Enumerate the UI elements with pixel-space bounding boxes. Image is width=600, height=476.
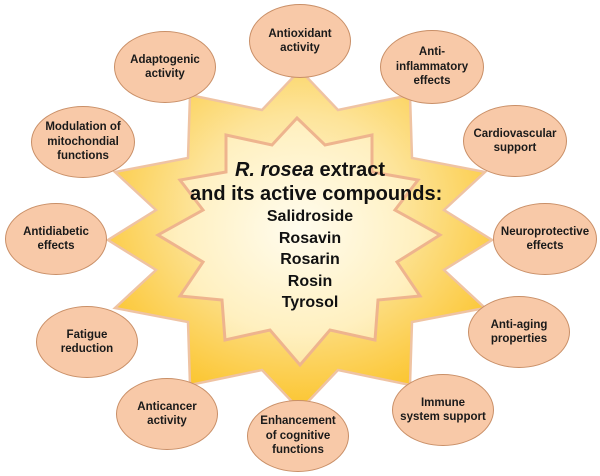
compound-item: Salidroside [266,208,354,225]
effect-node-adaptogenic: Adaptogenic activity [114,31,216,103]
central-subtitle: and its active compounds: [190,183,443,205]
effect-node-fatigue: Fatigue reduction [36,306,138,378]
central-title: R. rosea extract [200,158,420,182]
effect-node-cardiovascular: Cardiovascular support [463,105,567,177]
effect-node-antioxidant: Antioxidant activity [249,4,351,78]
title-rest: extract [313,159,386,181]
compound-item: Rosarin [280,251,340,268]
species-name: R. rosea [234,159,314,181]
compound-item: Rosavin [278,229,342,247]
compound-item: Rosin [287,272,333,290]
effect-node-anti-aging: Anti-aging properties [468,296,570,368]
effect-node-immune: Immune system support [392,374,494,446]
inner-star [155,115,443,368]
effect-node-anti-inflammatory: Anti- inflammatory effects [380,30,484,104]
effect-node-neuroprotective: Neuroprotective effects [493,203,597,275]
compound-item: Tyrosol [281,294,339,311]
effect-node-anticancer: Anticancer activity [116,378,218,450]
effect-node-antidiabetic: Antidiabetic effects [5,203,107,275]
effect-node-cognitive: Enhancement of cognitive functions [247,400,349,472]
central-topic: R. rosea extract and its active compound… [190,158,442,314]
effect-node-mitochondrial: Modulation of mitochondial functions [31,106,135,178]
